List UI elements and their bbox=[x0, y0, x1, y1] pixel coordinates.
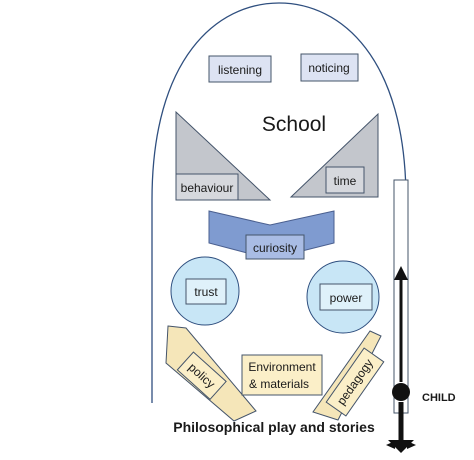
child-right-arrowhead bbox=[407, 441, 416, 449]
school-outline bbox=[151, 2, 407, 403]
environment-label-line1: Environment bbox=[248, 360, 316, 374]
diagram-caption: Philosophical play and stories bbox=[173, 419, 375, 435]
child-left-arrowhead bbox=[386, 441, 395, 449]
time-label: time bbox=[334, 174, 357, 188]
child-growth-arrowhead bbox=[394, 266, 408, 280]
listening-box bbox=[208, 55, 272, 83]
curiosity-box bbox=[245, 234, 305, 260]
policy-box bbox=[176, 351, 227, 401]
curiosity-label: curiosity bbox=[253, 241, 297, 255]
environment-label-line2: & materials bbox=[249, 377, 309, 391]
listening-label: listening bbox=[218, 63, 262, 77]
noticing-label: noticing bbox=[308, 61, 349, 75]
trust-box bbox=[185, 278, 227, 305]
school-title: School bbox=[262, 113, 326, 136]
behaviour-box bbox=[175, 173, 239, 201]
trust-label: trust bbox=[194, 285, 218, 299]
time-box bbox=[325, 166, 365, 194]
power-label: power bbox=[330, 291, 363, 305]
power-box bbox=[319, 283, 373, 311]
behaviour-label: behaviour bbox=[181, 181, 234, 195]
pedagogy-box bbox=[325, 347, 385, 417]
child-label: CHILD bbox=[422, 392, 456, 404]
noticing-box bbox=[300, 53, 359, 82]
environment-box bbox=[241, 354, 323, 396]
child-marker bbox=[392, 383, 410, 401]
